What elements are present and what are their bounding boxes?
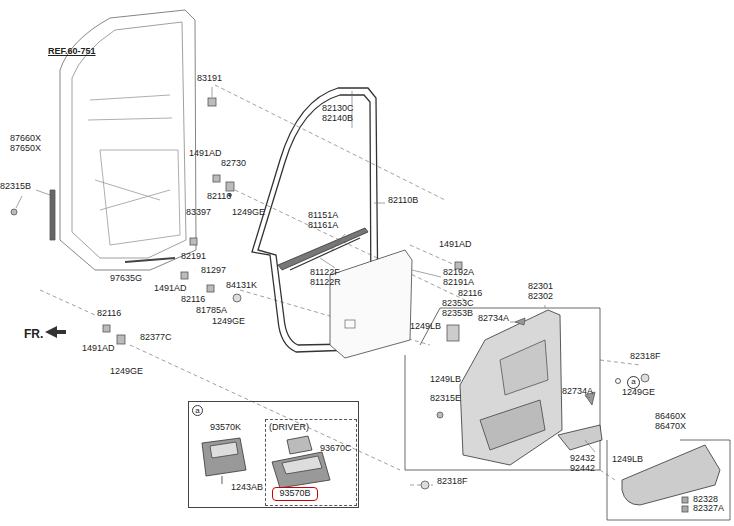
callout-number: 82302 bbox=[528, 291, 553, 301]
callout-number: 82353C bbox=[442, 298, 474, 308]
callout-number: 81785A bbox=[196, 305, 227, 315]
callout-number: 83397 bbox=[186, 207, 211, 217]
callout-number: 82110B bbox=[388, 195, 418, 205]
callout-number: 82318F bbox=[437, 476, 468, 486]
callout-number: 82318F bbox=[630, 351, 661, 361]
callout-number: 97635G bbox=[110, 273, 142, 283]
callout-number: 81297 bbox=[201, 265, 226, 275]
callout-number: 1491AD bbox=[189, 148, 222, 158]
callout-number: 1249LB bbox=[430, 374, 461, 384]
callout-number: 1249GE bbox=[232, 207, 265, 217]
callout-number: 82734A bbox=[562, 386, 593, 396]
callout-number: 1249GE bbox=[212, 316, 245, 326]
callout-number: 82192A bbox=[443, 267, 474, 277]
inset-frame: a (DRIVER) 93570B bbox=[188, 401, 359, 508]
callout-number: 82116 bbox=[207, 191, 231, 201]
highlight-box: 93570B bbox=[272, 487, 318, 501]
callout-number: 82315B bbox=[0, 181, 31, 191]
callout-number: 83191 bbox=[197, 73, 222, 83]
callout-number: 84131K bbox=[226, 280, 257, 290]
callout-number: 81161A bbox=[308, 220, 338, 230]
callout-number: 86470X bbox=[655, 421, 686, 431]
callout-number: a bbox=[192, 405, 203, 416]
driver-group-box: (DRIVER) 93570B bbox=[265, 419, 357, 506]
callout-number: 81122F bbox=[310, 267, 340, 277]
callout-number: 93670C bbox=[320, 443, 352, 453]
group-label: (DRIVER) bbox=[269, 422, 309, 432]
callout-number: 93570B bbox=[273, 488, 317, 499]
callout-number: 1249LB bbox=[410, 321, 441, 331]
callout-number: 82353B bbox=[442, 308, 473, 318]
callout-number: 81151A bbox=[308, 210, 338, 220]
callout-number: 82130C bbox=[322, 103, 354, 113]
callout-number: FR. bbox=[24, 328, 43, 341]
callout-number: 1249GE bbox=[110, 366, 143, 376]
callout-number: 82191 bbox=[181, 251, 206, 261]
callout-number: 92432 bbox=[570, 453, 595, 463]
callout-number: 82734A bbox=[478, 313, 509, 323]
callout-number: 82301 bbox=[528, 281, 553, 291]
reference-circle: a bbox=[627, 376, 640, 389]
callout-number: 82315E bbox=[430, 393, 461, 403]
callout-number: 1491AD bbox=[82, 343, 115, 353]
callout-number: 81122R bbox=[310, 277, 341, 287]
callout-number: 82116 bbox=[458, 288, 482, 298]
callout-number: 92442 bbox=[570, 463, 595, 473]
callout-number: 82140B bbox=[322, 113, 353, 123]
callout-number: 1249LB bbox=[612, 454, 643, 464]
callout-number: 1491AD bbox=[154, 283, 187, 293]
callout-number: 82377C bbox=[140, 332, 172, 342]
callout-number: 87660X bbox=[10, 133, 41, 143]
callout-number: 82116 bbox=[97, 308, 121, 318]
callout-number: 1249GE bbox=[622, 387, 655, 397]
callout-number: a bbox=[628, 377, 639, 386]
callout-number: 82730 bbox=[221, 158, 246, 168]
callout-number: 1491AD bbox=[439, 239, 472, 249]
callout-number: 1243AB bbox=[231, 482, 263, 492]
callout-number: REF.60-751 bbox=[48, 46, 96, 56]
callout-number: 86460X bbox=[655, 411, 686, 421]
callout-number: 87650X bbox=[10, 143, 41, 153]
callout-number: 93570K bbox=[210, 422, 241, 432]
callout-number: 82328 bbox=[693, 494, 718, 504]
callout-number: 82327A bbox=[693, 503, 724, 513]
callout-number: 82116 bbox=[181, 294, 205, 304]
callout-number: 82191A bbox=[443, 277, 474, 287]
